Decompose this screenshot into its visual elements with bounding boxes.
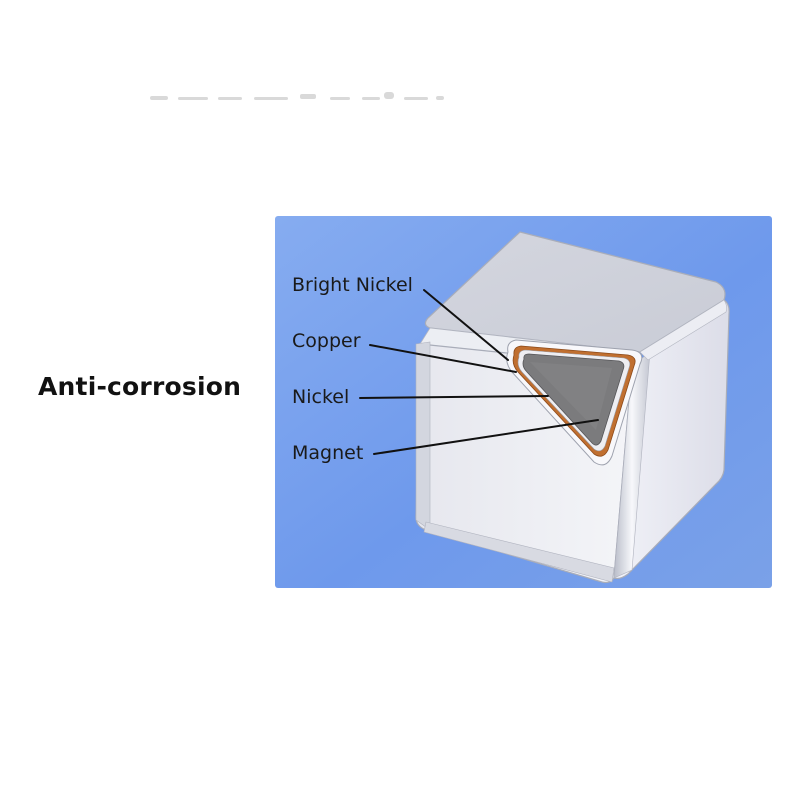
leader-line-bright-nickel xyxy=(423,289,509,361)
leader-line-magnet xyxy=(373,419,599,455)
page-heading: Anti-corrosion xyxy=(38,372,242,401)
label-copper: Copper xyxy=(292,330,361,352)
label-nickel: Nickel xyxy=(292,386,349,408)
label-magnet: Magnet xyxy=(292,442,363,464)
label-bright-nickel: Bright Nickel xyxy=(292,274,413,296)
leader-line-nickel xyxy=(359,395,549,399)
header-text-fragments xyxy=(150,92,444,100)
leader-line-copper xyxy=(369,344,517,373)
